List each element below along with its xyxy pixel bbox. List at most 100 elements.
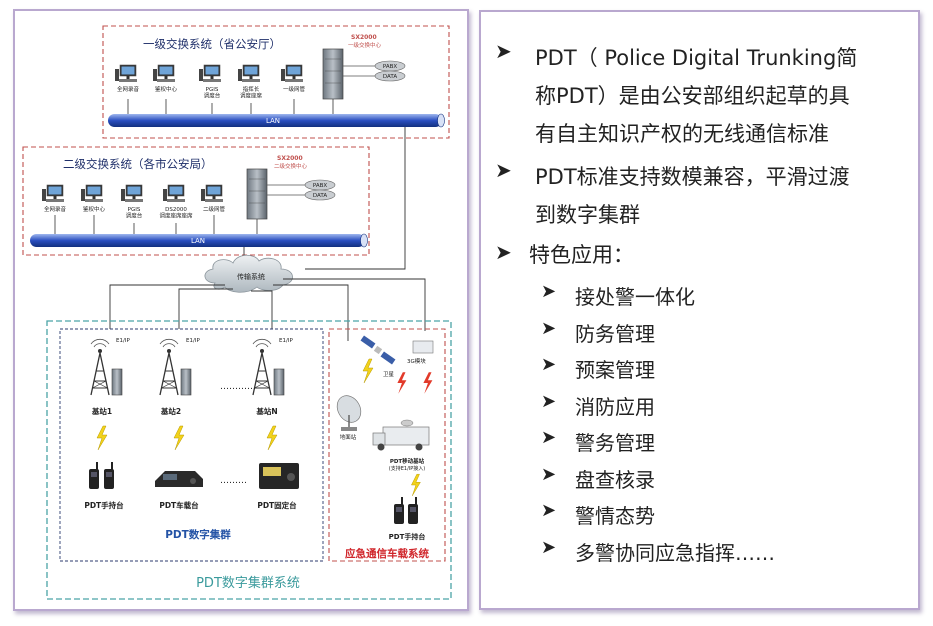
tier1-lan-label: LAN bbox=[266, 117, 280, 125]
tier1-title: 一级交换系统（省公安厅） bbox=[143, 37, 281, 51]
label-line: 调度台 bbox=[204, 92, 221, 100]
bullet-main-1-line-1: PDT（ Police Digital Trunking简 bbox=[535, 46, 858, 70]
mobile-station-label: PDT移动基站 bbox=[390, 457, 425, 465]
pdt-system-boundary bbox=[46, 320, 452, 600]
emergency-handset-label: PDT手持台 bbox=[389, 532, 426, 541]
tier2-title: 二级交换系统（各市公安局） bbox=[63, 157, 213, 171]
device-labels: PDT手持台 PDT车载台 PDT固定台 bbox=[84, 500, 297, 510]
label-line: PGIS bbox=[206, 87, 219, 93]
station-label-2: 基站2 bbox=[160, 406, 181, 416]
module-3g-icon bbox=[412, 340, 434, 354]
tier1-pabx-label: PABX bbox=[383, 64, 398, 70]
link-label-3: E1/IP bbox=[279, 338, 293, 344]
label-line: 指挥长 bbox=[243, 85, 260, 93]
tier2-pabx-label: PABX bbox=[313, 183, 328, 189]
pdt-cluster-boundary bbox=[59, 328, 324, 562]
bullet-arrow-icon: ➤ bbox=[541, 317, 557, 339]
base-station-n bbox=[252, 338, 285, 396]
tier2-terminals bbox=[41, 184, 224, 203]
station-labels: 基站1 基站2 基站N bbox=[91, 406, 278, 416]
satellite-icon bbox=[360, 335, 396, 365]
bullet-arrow-icon: ➤ bbox=[495, 39, 512, 63]
mobile-station-sub: (支持E1/IP接入) bbox=[389, 465, 425, 472]
device-fixed bbox=[259, 463, 299, 489]
bullet-main-3-line-1: 特色应用： bbox=[529, 243, 634, 267]
device-label-vehicle: PDT车载台 bbox=[159, 500, 199, 510]
emergency-handset bbox=[394, 497, 418, 524]
device-label-handset: PDT手持台 bbox=[84, 500, 124, 510]
bullet-main-2-line-2: 到数字集群 bbox=[535, 203, 640, 227]
ellipsis-2: ……… bbox=[220, 476, 247, 486]
t2-label-4: 二级网管 bbox=[203, 205, 226, 213]
bullet-arrow-icon: ➤ bbox=[541, 536, 557, 558]
tier2-pabx: PABX bbox=[267, 179, 336, 191]
description-panel: ➤ PDT（ Police Digital Trunking简 称PDT）是由公… bbox=[479, 10, 920, 610]
feature-item-label: 盘查核录 bbox=[575, 467, 655, 492]
bullet-main-1-line-3: 有自主知识产权的无线通信标准 bbox=[535, 122, 829, 146]
station-label-1: 基站1 bbox=[91, 406, 112, 416]
cluster-label: PDT数字集群 bbox=[165, 528, 231, 541]
tier1-data-label: DATA bbox=[383, 74, 397, 80]
feature-item-label: 多警协同应急指挥…… bbox=[575, 540, 775, 565]
pdt-system-label: PDT数字集群系统 bbox=[196, 575, 300, 591]
tier1-pabx: PABX bbox=[343, 60, 406, 72]
t1-label-0: 全网录音 bbox=[117, 85, 140, 93]
label-line: PGIS bbox=[128, 207, 141, 213]
link-label-2: E1/IP bbox=[186, 338, 200, 344]
tier1-uplink bbox=[305, 127, 406, 270]
t1-label-1: 鉴权中心 bbox=[155, 85, 178, 93]
tier1-server-name: SX2000 bbox=[351, 34, 377, 41]
bullet-arrow-icon: ➤ bbox=[541, 500, 557, 521]
mobile-station-vehicle bbox=[372, 419, 430, 451]
bullet-arrow-icon: ➤ bbox=[541, 354, 557, 375]
device-vehicle bbox=[155, 471, 203, 487]
transport-label: 传输系统 bbox=[237, 272, 265, 281]
feature-item-label: 消防应用 bbox=[575, 394, 655, 419]
tier1-server-sub: 一级交换中心 bbox=[348, 41, 382, 49]
tier1-data: DATA bbox=[343, 70, 406, 82]
emergency-label: 应急通信车载系统 bbox=[345, 547, 429, 560]
ellipsis-1: ………… bbox=[220, 382, 256, 392]
transport-links bbox=[109, 278, 426, 341]
bullet-arrow-icon: ➤ bbox=[495, 240, 512, 264]
tier2-server-rack bbox=[246, 168, 268, 220]
link-labels: E1/IP E1/IP E1/IP bbox=[116, 338, 293, 344]
tier1-lan-bus: LAN bbox=[108, 113, 445, 128]
tier2-lan-bus: LAN bbox=[30, 233, 368, 248]
t1-label-4: 一级网管 bbox=[283, 85, 306, 93]
tier2-server-sub: 二级交换中心 bbox=[274, 162, 308, 170]
label-line: 调度座席座席 bbox=[159, 212, 193, 220]
module-label: 3G模块 bbox=[407, 357, 426, 365]
satellite-label: 卫星 bbox=[383, 371, 395, 378]
bullet-arrow-icon: ➤ bbox=[541, 463, 557, 485]
station-label-n: 基站N bbox=[255, 406, 277, 416]
tier2-server-name: SX2000 bbox=[277, 155, 303, 162]
emergency-boundary bbox=[328, 328, 446, 562]
feature-item-label: 警情态势 bbox=[575, 504, 655, 528]
bullet-arrow-icon: ➤ bbox=[541, 281, 557, 302]
tier2-boundary bbox=[22, 146, 370, 256]
tier2-lan-label: LAN bbox=[191, 237, 205, 245]
bullet-main-1-line-2: 称PDT）是由公安部组织起草的具 bbox=[535, 84, 850, 108]
bullet-arrow-icon: ➤ bbox=[495, 158, 512, 182]
tier2-data-label: DATA bbox=[313, 193, 327, 199]
feature-item-label: 预案管理 bbox=[575, 358, 655, 382]
feature-item-label: 防务管理 bbox=[575, 321, 655, 346]
feature-item-label: 接处警一体化 bbox=[575, 285, 695, 309]
radio-links bbox=[96, 425, 278, 451]
feature-item-label: 警务管理 bbox=[575, 431, 655, 455]
base-station-1 bbox=[90, 338, 123, 396]
label-line: 调度台 bbox=[126, 212, 143, 220]
bullet-arrow-icon: ➤ bbox=[541, 390, 557, 412]
ground-label: 地面站 bbox=[340, 433, 357, 441]
link-label-1: E1/IP bbox=[116, 338, 130, 344]
ground-station-icon bbox=[336, 395, 362, 431]
label-line: 调度座席 bbox=[240, 92, 263, 100]
